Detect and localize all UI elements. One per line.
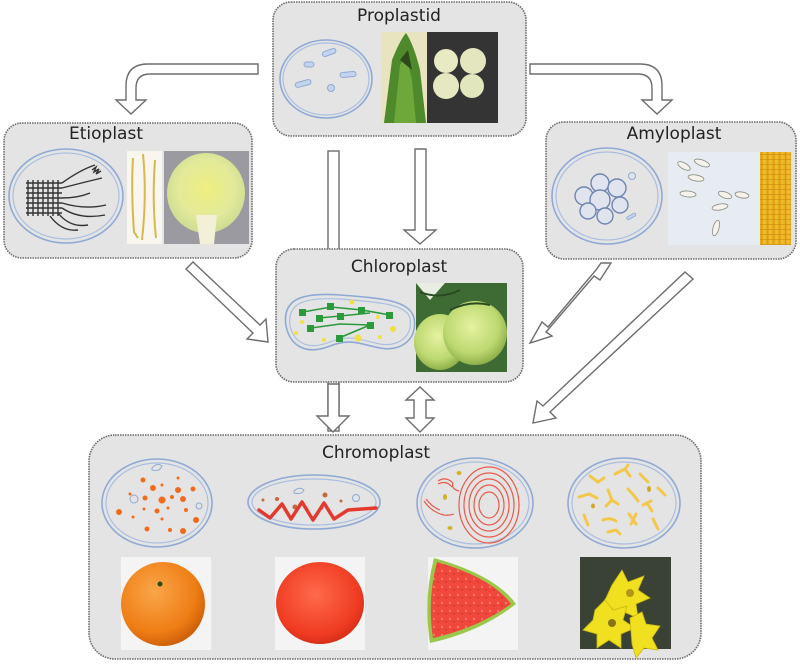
etioplast-title: Etioplast <box>69 124 143 144</box>
chromoplast-globular-illustration <box>101 458 213 548</box>
arrow-chloroplast-to-chromoplast <box>315 383 351 433</box>
arrow-amyloplast-to-chromoplast <box>532 271 695 424</box>
chromoplast-photo-orange <box>121 557 211 650</box>
etioplast-illustration <box>8 148 124 244</box>
proplastid-node: Proplastid <box>272 1 527 137</box>
arrow-amyloplast-chloroplast-bidirectional <box>528 262 613 345</box>
chromoplast-crystalline-illustration <box>247 474 381 530</box>
chromoplast-photo-watermelon <box>427 557 518 650</box>
chloroplast-illustration <box>284 293 416 351</box>
amyloplast-node: Amyloplast <box>545 121 797 260</box>
chromoplast-tubular-illustration <box>567 457 681 549</box>
chromoplast-membranous-illustration <box>416 457 534 549</box>
arrow-proplastid-to-amyloplast <box>529 63 674 115</box>
amyloplast-illustration <box>551 147 663 245</box>
amyloplast-photo-corn <box>760 152 791 245</box>
chromoplast-title: Chromoplast <box>322 443 430 463</box>
proplastid-photo-bud <box>382 32 427 123</box>
arrow-etioplast-to-chloroplast <box>184 261 269 343</box>
chloroplast-title: Chloroplast <box>351 257 448 277</box>
chromoplast-box <box>88 434 702 660</box>
chloroplast-photo-green-tomatoes <box>414 283 507 372</box>
chromoplast-photo-tomato <box>275 557 365 650</box>
arrow-chloroplast-chromoplast-bidirectional <box>404 386 436 433</box>
chromoplast-photo-daffodil <box>580 557 671 659</box>
proplastid-title: Proplastid <box>357 6 441 26</box>
proplastid-photo-callus <box>427 32 498 123</box>
etioplast-photo-seedlings <box>127 151 162 244</box>
amyloplast-photo-starch-grains <box>668 152 760 245</box>
arrow-proplastid-to-chloroplast <box>402 148 438 245</box>
etioplast-photo-cabbage <box>164 151 249 244</box>
etioplast-node: Etioplast <box>3 122 253 259</box>
arrow-proplastid-to-etioplast <box>114 63 259 115</box>
amyloplast-title: Amyloplast <box>627 124 722 144</box>
chloroplast-node: Chloroplast <box>275 248 524 383</box>
proplastid-illustration <box>279 39 373 119</box>
chromoplast-node: Chromoplast <box>88 434 702 660</box>
